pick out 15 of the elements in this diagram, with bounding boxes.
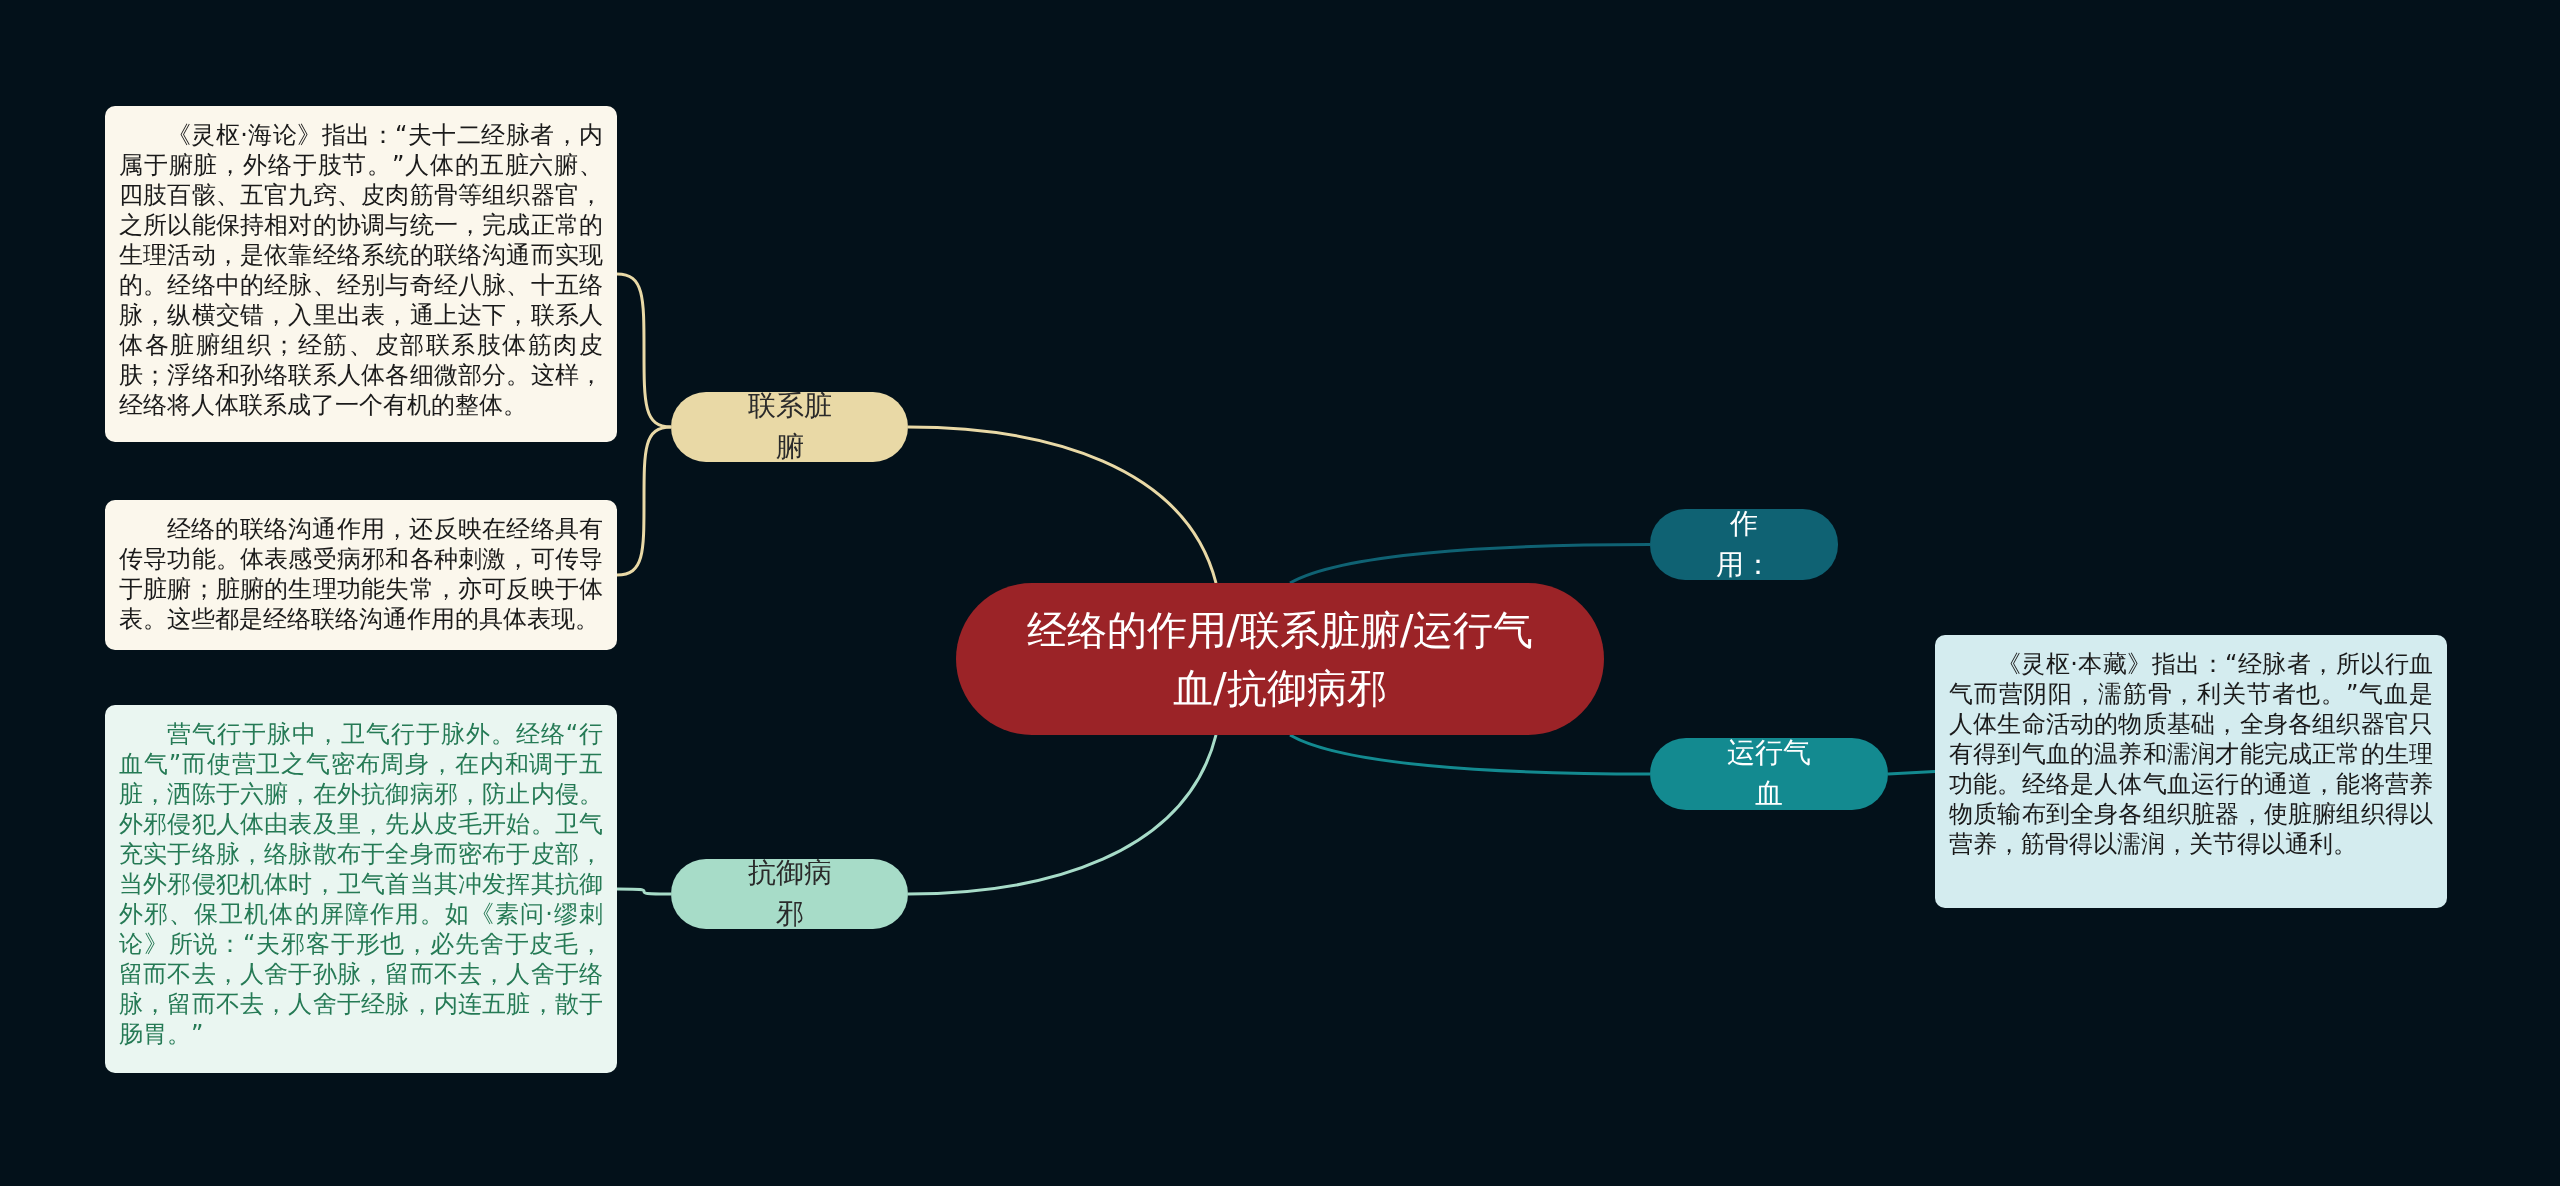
topic-pill: 运行气血 bbox=[1650, 738, 1888, 810]
connector-line bbox=[1289, 733, 1650, 776]
text-card: 经络的联络沟通作用，还反映在经络具有传导功能。体表感受病邪和各种刺激，可传导于脏腑；脏腑的生理功能失常，亦可反映于体表。这些都是经络联络沟通作用的具体表现。 bbox=[105, 500, 617, 650]
text-card: 《灵枢·海论》指出：“夫十二经脉者，内属于腑脏，外络于肢节。”人体的五脏六腑、四肢百骸、五官九窍、皮肉筋骨等组织器官，之所以能保持相对的协调与统一，完成正常的生理活动，是依靠经络系统的联络沟通而实现的。经络中的经脉、经别与奇经八脉、十五络脉，纵横交错，入里出表，通上达下，联系人体各脏腑组织；经筋、皮部联系肢体筋肉皮肤；浮络和孙络联系人体各细微部分。这样，经络将人体联系成了一个有机的整体。 bbox=[105, 106, 617, 442]
connector-line bbox=[907, 425, 1218, 584]
central-topic: 经络的作用/联系脏腑/运行气血/抗御病邪 bbox=[956, 583, 1604, 735]
connector-line bbox=[1289, 543, 1650, 585]
text-card: 营气行于脉中，卫气行于脉外。经络“行血气”而使营卫之气密布周身，在内和调于五脏，洒陈于六腑，在外抗御病邪，防止内侵。外邪侵犯人体由表及里，先从皮毛开始。卫气充实于络脉，络脉散布于全身而密布于皮部，当外邪侵犯机体时，卫气首当其冲发挥其抗御外邪、保卫机体的屏障作用。如《素问·缪刺论》所说：“夫邪客于形也，必先舍于皮毛，留而不去，人舍于孙脉，留而不去，人舍于络脉，留而不去，人舍于经脉，内连五脏，散于肠胃。” bbox=[105, 705, 617, 1073]
topic-pill: 作用： bbox=[1650, 509, 1838, 580]
connector-line bbox=[1887, 770, 1936, 776]
topic-pill: 联系脏腑 bbox=[671, 392, 908, 462]
connector-line bbox=[617, 887, 671, 896]
connector-line bbox=[907, 734, 1218, 896]
topic-pill: 抗御病邪 bbox=[671, 859, 908, 929]
text-card: 《灵枢·本藏》指出：“经脉者，所以行血气而营阴阳，濡筋骨，利关节者也。”气血是人体生命活动的物质基础，全身各组织器官只有得到气血的温养和濡润才能完成正常的生理功能。经络是人体气血运行的通道，能将营养物质输布到全身各组织脏器，使脏腑组织得以营养，筋骨得以濡润，关节得以通利。 bbox=[1935, 635, 2447, 908]
